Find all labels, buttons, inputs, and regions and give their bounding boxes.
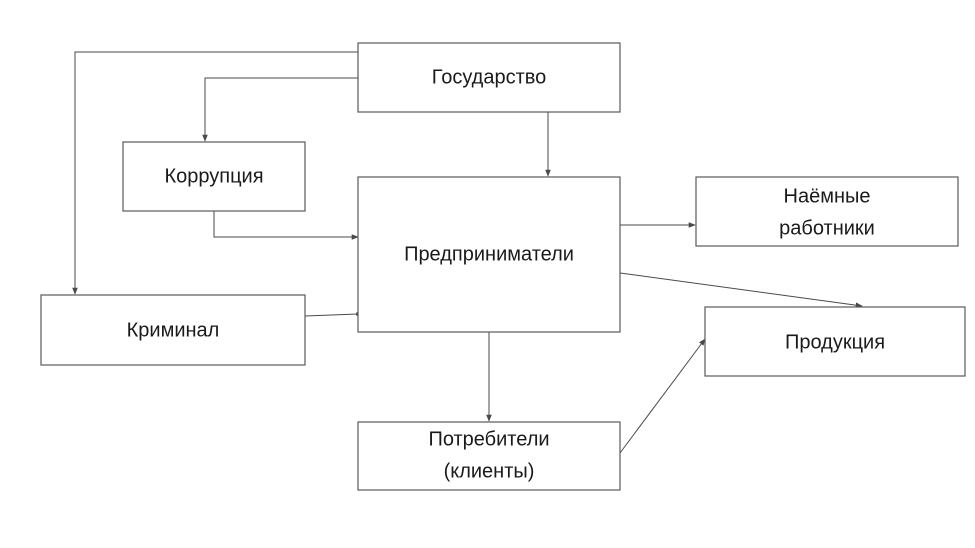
arrow-state-to-criminal xyxy=(72,51,358,295)
node-entrepreneurs: Предприниматели xyxy=(357,176,621,333)
node-products: Продукция xyxy=(704,306,966,377)
node-corruption: Коррупция xyxy=(122,141,306,212)
node-consumers-label-line1: Потребители xyxy=(428,428,549,450)
node-state-label: Государство xyxy=(432,66,547,88)
node-state: Государство xyxy=(357,42,621,113)
node-entrepreneurs-label: Предприниматели xyxy=(404,243,574,265)
arrow-state-to-corruption xyxy=(202,77,358,142)
arrow-consumers-to-products xyxy=(619,338,706,454)
node-criminal: Криминал xyxy=(40,294,306,366)
arrow-corruption-to-entrepreneurs xyxy=(213,211,359,240)
node-consumers-label-line2: (клиенты) xyxy=(444,460,535,482)
node-workers-label-line1: Наёмные xyxy=(784,185,871,207)
node-products-label: Продукция xyxy=(785,331,885,353)
node-consumers: Потребители (клиенты) xyxy=(357,421,621,491)
connectors xyxy=(72,51,863,454)
node-workers: Наёмные работники xyxy=(695,176,959,247)
node-corruption-label: Коррупция xyxy=(164,165,263,187)
arrow-entrepreneurs-to-products xyxy=(619,272,863,308)
node-workers-label-line2: работники xyxy=(779,217,875,239)
node-criminal-label: Криминал xyxy=(127,319,220,341)
arrow-criminal-to-entrepreneurs xyxy=(304,312,360,317)
